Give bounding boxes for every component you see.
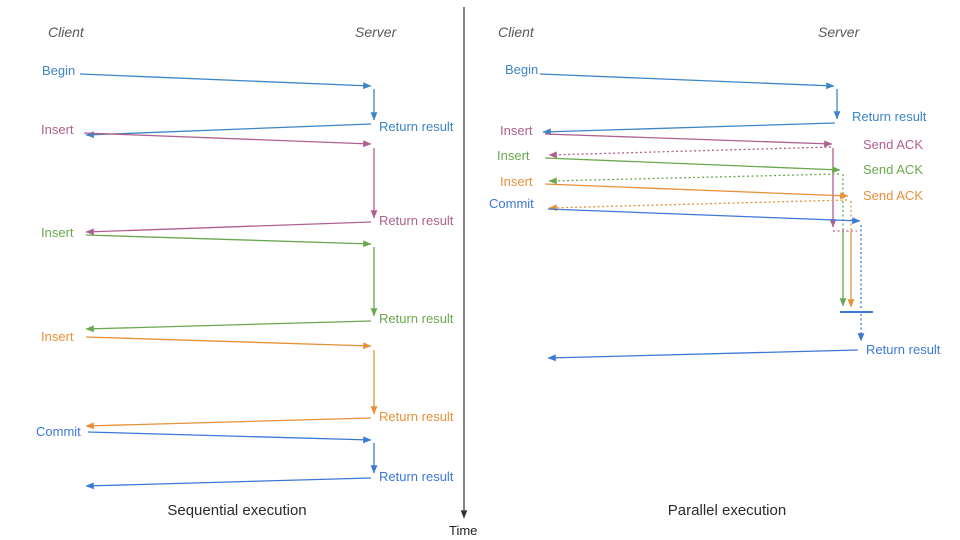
- par-server-header: Server: [818, 24, 860, 40]
- seq-commit-exchange: [85, 431, 378, 490]
- par-insert3-label: Insert: [500, 174, 533, 189]
- seq-insert1-return-arrow: [85, 221, 372, 236]
- seq-insert1-exchange: [83, 132, 378, 236]
- par-insert1-request-arrow: [544, 133, 833, 148]
- seq-insert2-return-label: Return result: [379, 311, 454, 326]
- seq-commit-return-label: Return result: [379, 469, 454, 484]
- par-client-header: Client: [498, 24, 534, 40]
- seq-insert3-request-arrow: [85, 336, 372, 350]
- seq-insert2-return-arrow: [85, 320, 372, 333]
- par-insert1-ack-label: Send ACK: [863, 137, 923, 152]
- par-insert2-ack-arrow: [548, 173, 840, 185]
- seq-client-header: Client: [48, 24, 84, 40]
- seq-begin-exchange: [79, 73, 378, 139]
- seq-begin-return-arrow: [85, 123, 372, 139]
- seq-commit-label: Commit: [36, 424, 81, 439]
- seq-insert1-label: Insert: [41, 122, 74, 137]
- seq-insert3-exchange: [85, 336, 378, 430]
- seq-begin-request-arrow: [79, 73, 372, 90]
- par-insert2-request-arrow: [544, 157, 841, 174]
- time-axis-label: Time: [449, 523, 478, 538]
- par-insert3-request-arrow: [544, 183, 849, 200]
- seq-begin-label: Begin: [42, 63, 76, 78]
- seq-server-header: Server: [355, 24, 397, 40]
- seq-insert3-return-label: Return result: [379, 409, 454, 424]
- seq-commit-request-arrow: [87, 431, 372, 444]
- par-insert3-ack-arrow: [548, 199, 848, 212]
- par-insert3-exchange: [544, 183, 855, 308]
- par-insert2-ack-label: Send ACK: [863, 162, 923, 177]
- par-insert2-exchange: [544, 157, 847, 307]
- par-begin-return-label: Return result: [852, 109, 927, 124]
- seq-insert2-label: Insert: [41, 225, 74, 240]
- seq-insert1-return-label: Return result: [379, 213, 454, 228]
- par-insert1-ack-arrow: [548, 146, 832, 159]
- parallel-lines: [539, 73, 873, 362]
- par-insert3-ack-label: Send ACK: [863, 188, 923, 203]
- seq-insert3-return-arrow: [85, 417, 372, 430]
- par-commit-return-arrow: [547, 349, 859, 362]
- par-begin-exchange: [539, 73, 841, 136]
- seq-panel-title: Sequential execution: [167, 502, 307, 519]
- seq-insert2-request-arrow: [85, 234, 372, 248]
- seq-insert3-label: Insert: [41, 329, 74, 344]
- par-begin-label: Begin: [505, 62, 539, 77]
- par-commit-return-label: Return result: [866, 342, 941, 357]
- par-commit-label: Commit: [489, 196, 534, 211]
- par-begin-return-arrow: [542, 122, 836, 136]
- seq-commit-return-arrow: [85, 477, 372, 490]
- par-commit-request-arrow: [547, 208, 861, 225]
- par-insert1-exchange: [544, 133, 857, 232]
- par-insert2-label: Insert: [497, 148, 530, 163]
- sequential-lines: [79, 73, 378, 490]
- par-panel-title: Parallel execution: [667, 502, 787, 519]
- seq-begin-return-label: Return result: [379, 119, 454, 134]
- par-commit-exchange: [547, 208, 873, 362]
- seq-insert1-request-arrow: [83, 132, 372, 148]
- par-insert1-label: Insert: [500, 123, 533, 138]
- par-begin-request-arrow: [539, 73, 835, 90]
- seq-insert2-exchange: [85, 234, 378, 333]
